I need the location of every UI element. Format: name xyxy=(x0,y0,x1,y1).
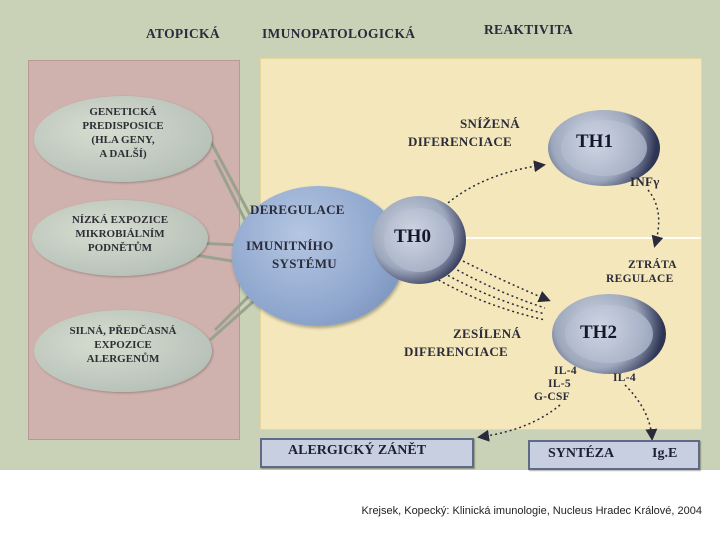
ige-label: Ig.E xyxy=(652,446,678,461)
arrow-to-inflammation xyxy=(477,404,561,442)
th1-label: TH1 xyxy=(576,131,613,152)
enhanced-line2: DIFERENCIACE xyxy=(404,344,509,359)
link-allergen xyxy=(209,298,256,342)
th0-cell-inner xyxy=(384,208,454,272)
link-allergen-2 xyxy=(213,293,252,332)
source-caption: Krejsek, Kopecký: Klinická imunologie, N… xyxy=(361,505,702,517)
center-line3: SYSTÉMU xyxy=(272,256,337,271)
inflammation-label: ALERGICKÝ ZÁNĚT xyxy=(288,443,427,458)
factor-allergen-ellipse: SILNÁ, PŘEDČASNÁ EXPOZICE ALERGENŮM xyxy=(34,310,212,392)
il-left-line1: IL-4 xyxy=(554,365,577,377)
th1-cell-inner xyxy=(561,120,647,176)
infg-label: INFγ xyxy=(630,174,660,189)
synthesis-box xyxy=(528,440,700,470)
inflammation-box xyxy=(260,438,474,468)
link-genetic-2 xyxy=(213,159,247,221)
factor-microbial-line3: PODNĚTŮM xyxy=(87,242,153,254)
th1-cell xyxy=(548,110,660,186)
il-left-line2: IL-5 xyxy=(548,378,571,390)
arrow-infg-loss-regulation xyxy=(647,189,664,248)
th2-cell-inner xyxy=(565,305,653,363)
factor-allergen-line1: SILNÁ, PŘEDČASNÁ xyxy=(69,325,177,337)
enhanced-line1: ZESÍLENÁ xyxy=(453,326,522,341)
th0-cell xyxy=(372,196,466,284)
header-word-atopicka: ATOPICKÁ xyxy=(146,26,220,41)
factor-genetic-line3: (HLA GENY, xyxy=(91,134,155,146)
factor-allergen-line3: ALERGENŮM xyxy=(86,353,160,365)
reduced-line2: DIFERENCIACE xyxy=(408,134,513,149)
loss-regulation-line2: REGULACE xyxy=(606,273,674,285)
il-left-line3: G-CSF xyxy=(534,391,570,403)
diagram-scan: ATOPICKÁ IMUNOPATOLOGICKÁ REAKTIVITA xyxy=(0,0,720,470)
arrow-th0-to-th2-c xyxy=(434,267,546,315)
factor-microbial-text: NÍZKÁ EXPOZICE MIKROBIÁLNÍM PODNĚTŮM xyxy=(32,213,208,255)
link-microbial-2 xyxy=(194,253,239,264)
factor-genetic-line2: PREDISPOSICE xyxy=(82,120,164,132)
factor-genetic-ellipse: GENETICKÁ PREDISPOSICE (HLA GENY, A DALŠ… xyxy=(34,96,212,182)
factor-microbial-line2: MIKROBIÁLNÍM xyxy=(75,228,165,240)
panel-divider xyxy=(261,237,701,239)
factor-genetic-text: GENETICKÁ PREDISPOSICE (HLA GENY, A DALŠ… xyxy=(34,105,212,161)
th2-cell xyxy=(552,294,666,374)
center-line2: IMUNITNÍHO xyxy=(246,238,334,253)
arrow-th0-to-th2-d xyxy=(429,274,546,321)
header-word-reaktivita: REAKTIVITA xyxy=(484,22,574,37)
factor-microbial-ellipse: NÍZKÁ EXPOZICE MIKROBIÁLNÍM PODNĚTŮM xyxy=(32,200,208,276)
th2-label: TH2 xyxy=(580,322,617,343)
factor-microbial-line1: NÍZKÁ EXPOZICE xyxy=(71,214,169,226)
arrow-th0-to-th1 xyxy=(429,160,546,221)
loss-regulation-line1: ZTRÁTA xyxy=(628,259,677,271)
factor-allergen-text: SILNÁ, PŘEDČASNÁ EXPOZICE ALERGENŮM xyxy=(34,324,212,366)
link-genetic xyxy=(208,139,252,216)
arrow-to-ige xyxy=(624,384,658,441)
center-line1: DEREGULACE xyxy=(250,202,345,217)
connections-layer xyxy=(194,139,664,442)
factor-allergen-line2: EXPOZICE xyxy=(94,339,152,351)
factor-genetic-line1: GENETICKÁ xyxy=(89,106,157,118)
th0-label: TH0 xyxy=(394,226,431,247)
header-word-imunopatologicka: IMUNOPATOLOGICKÁ xyxy=(262,26,416,41)
factor-genetic-line4: A DALŠÍ) xyxy=(99,148,147,160)
synthesis-label: SYNTÉZA xyxy=(548,446,615,461)
reduced-line1: SNÍŽENÁ xyxy=(460,116,520,131)
il-right-label: IL-4 xyxy=(613,372,636,384)
